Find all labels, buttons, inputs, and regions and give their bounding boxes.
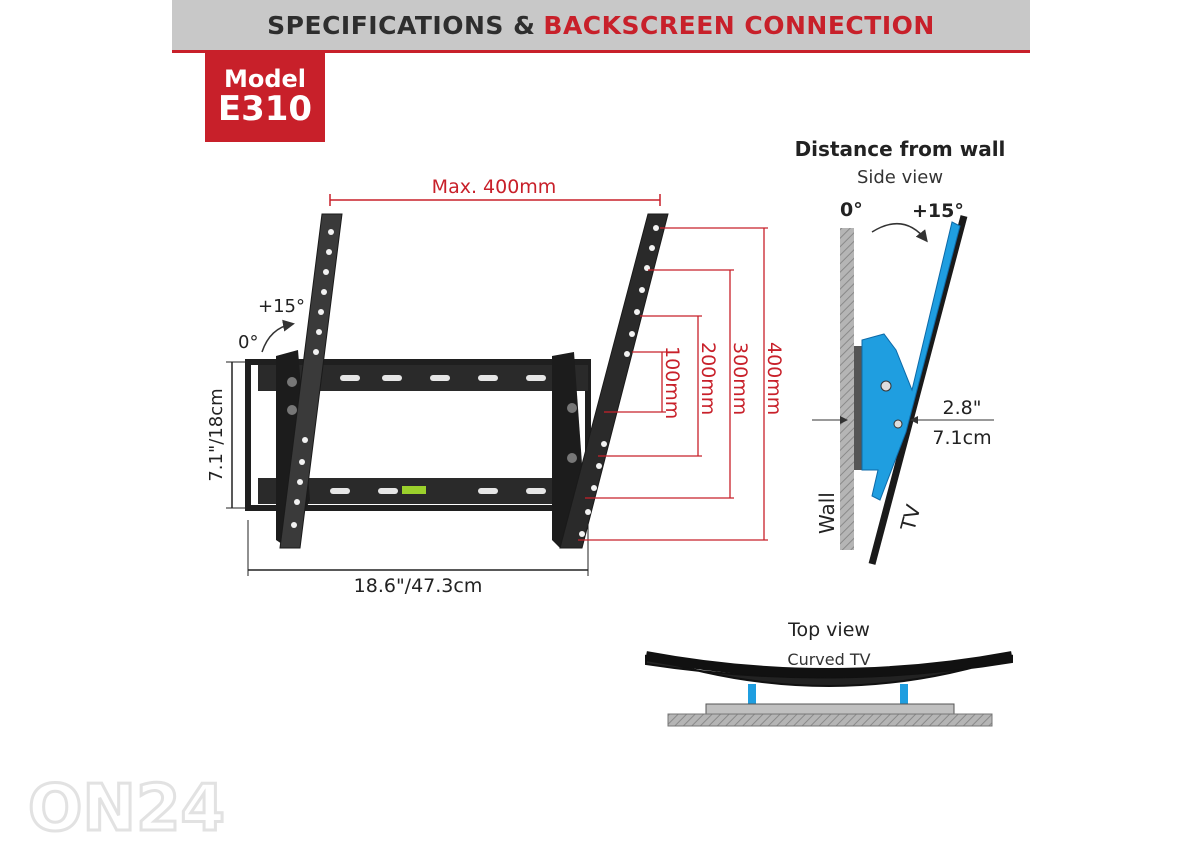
- tilt-arrow-icon: [261, 319, 295, 353]
- tv-label: TV: [895, 502, 925, 535]
- max-width-dimension: Max. 400mm: [329, 176, 661, 206]
- front-tilt-max-label: +15°: [258, 296, 305, 317]
- top-view-arm-left: [748, 684, 756, 708]
- height-label: 7.1"/18cm: [206, 388, 227, 481]
- left-tv-arm: [279, 213, 343, 549]
- side-angle-max: +15°: [912, 200, 964, 222]
- bracket-bolts: [287, 377, 577, 463]
- width-dimension: 18.6"/47.3cm: [247, 520, 589, 597]
- side-angle-min: 0°: [840, 199, 863, 221]
- header-title-part2: BACKSCREEN CONNECTION: [543, 10, 935, 40]
- side-tilt-arrow-icon: [871, 222, 928, 243]
- top-view-wall: [667, 713, 993, 727]
- wall-label: Wall: [815, 492, 839, 534]
- model-label: Model: [223, 65, 307, 94]
- distance-inch-label: 2.8": [943, 397, 982, 419]
- side-pivot-bolt: [880, 380, 892, 392]
- page-header: SPECIFICATIONS & BACKSCREEN CONNECTION: [172, 0, 1030, 53]
- side-view-subtitle: Side view: [857, 167, 943, 188]
- right-arm-holes: [579, 225, 659, 537]
- side-tilt-bracket: [861, 221, 961, 501]
- vesa-400-label: 400mm: [763, 342, 785, 415]
- rail-slots: [330, 375, 546, 494]
- wall-hatch: [840, 228, 854, 550]
- wall-plate-frame: [245, 359, 591, 511]
- top-view-subtitle: Curved TV: [787, 650, 870, 669]
- model-badge: Model E310: [205, 53, 325, 142]
- height-dimension: 7.1"/18cm: [206, 361, 248, 509]
- top-view-title: Top view: [787, 619, 870, 641]
- vesa-200-label: 200mm: [697, 342, 719, 415]
- top-view-arm-right: [900, 684, 908, 708]
- model-number: E310: [217, 89, 313, 130]
- left-arm-holes: [291, 229, 334, 528]
- distance-cm-label: 7.1cm: [932, 427, 991, 449]
- right-tv-arm: [559, 213, 669, 549]
- side-tv-panel: [868, 215, 968, 565]
- front-view-mount: [245, 213, 669, 549]
- front-tilt-min-label: 0°: [238, 332, 258, 353]
- curved-tv-panel: [645, 654, 1013, 687]
- vesa-100-label: 100mm: [661, 346, 683, 419]
- side-lock-bolt: [893, 419, 903, 429]
- header-title-part1: SPECIFICATIONS &: [267, 10, 536, 40]
- side-view-title: Distance from wall: [795, 137, 1006, 161]
- max-width-label: Max. 400mm: [432, 176, 557, 198]
- vesa-300-label: 300mm: [729, 342, 751, 415]
- width-label: 18.6"/47.3cm: [354, 575, 483, 597]
- spirit-level: [402, 486, 426, 494]
- vesa-dimension-lines: [578, 227, 768, 541]
- watermark-logo: ON24: [28, 772, 225, 846]
- top-view-wall-plate: [705, 703, 955, 715]
- side-wall-plate: [854, 346, 862, 470]
